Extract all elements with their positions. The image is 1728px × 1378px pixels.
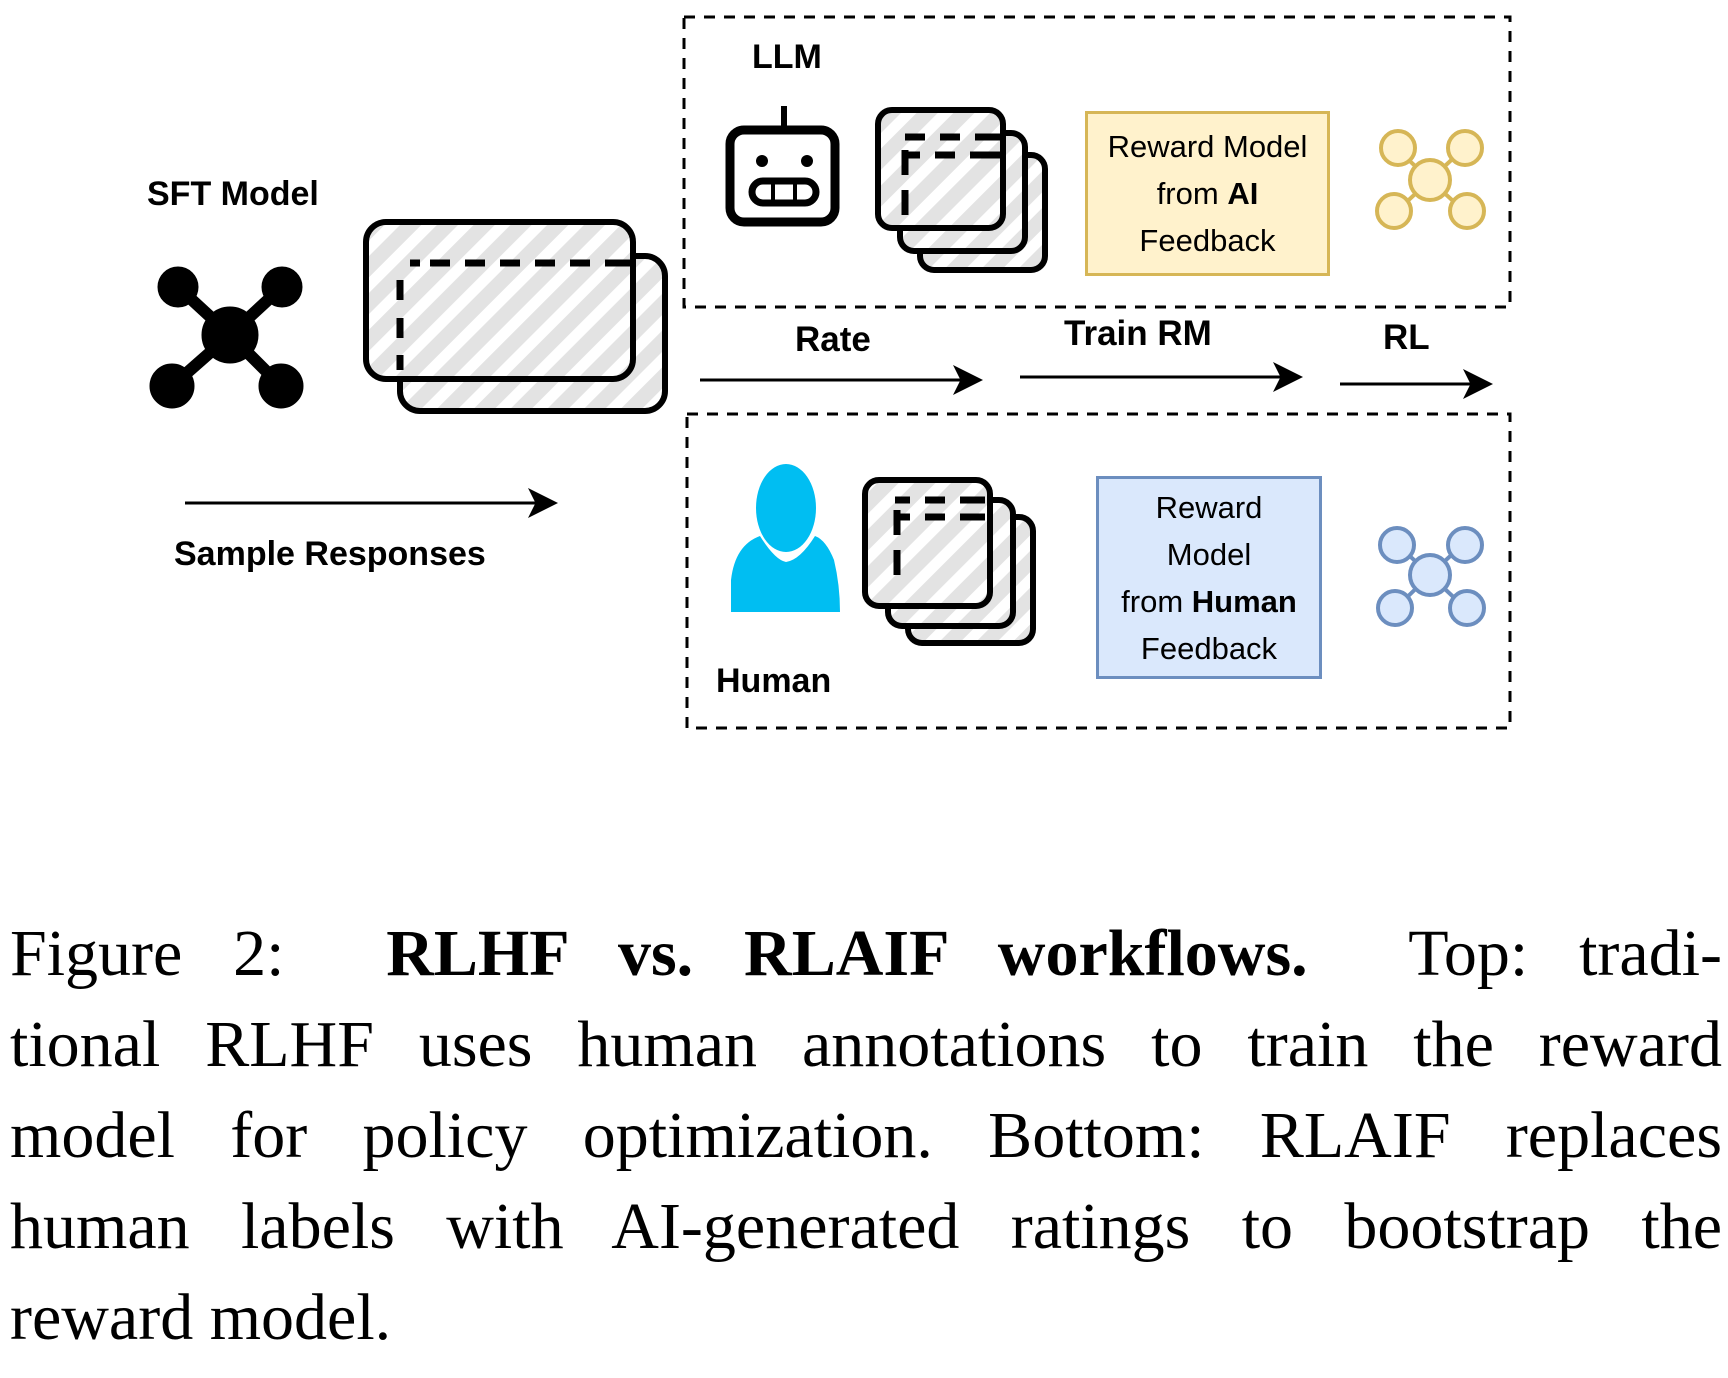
sft-model-label: SFT Model	[147, 175, 319, 213]
human-rated-responses-icon	[862, 477, 1036, 646]
robot-llm-icon	[725, 106, 840, 227]
rl-label: RL	[1383, 318, 1430, 357]
rm-ai-line2-bold: AI	[1227, 176, 1259, 211]
reward-model-human-feedback-box: Reward Model from Human Feedback	[1096, 476, 1322, 679]
human-label: Human	[716, 662, 832, 700]
reward-model-ai-feedback-box: Reward Model from AI Feedback	[1085, 111, 1330, 276]
caption-title: RLHF vs. RLAIF workflows.	[386, 917, 1308, 990]
caption-prefix: Figure 2:	[10, 917, 285, 990]
caption-line1-rest: Top: tradi-	[1408, 917, 1723, 990]
bottom-panel-border	[685, 412, 1512, 730]
rm-human-line2: Model	[1166, 536, 1252, 572]
caption-line-5: reward model.	[10, 1281, 392, 1354]
rm-ai-line2: from AI	[1088, 170, 1327, 217]
sample-responses-label: Sample Responses	[174, 535, 486, 573]
caption-line-1: Figure 2: RLHF vs. RLAIF workflows. Top:…	[10, 908, 1722, 999]
caption-line-4: human labels with AI-generated ratings t…	[10, 1190, 1722, 1263]
rm-ai-line3: Feedback	[1139, 223, 1276, 258]
rm-ai-line1: Reward Model	[1107, 129, 1308, 164]
caption-line-3: model for policy optimization. Bottom: R…	[10, 1099, 1722, 1172]
rm-human-line1: Reward	[1155, 489, 1263, 525]
human-reward-model-network-icon	[1376, 526, 1486, 627]
rm-human-line3-bold: Human	[1191, 583, 1297, 619]
workflow-diagram: SFT Model Sample Responses LLM Human Rat…	[147, 15, 1512, 730]
train-rm-label: Train RM	[1064, 314, 1212, 353]
llm-label: LLM	[752, 38, 822, 76]
ai-reward-model-network-icon	[1375, 129, 1486, 230]
human-person-icon	[731, 464, 840, 612]
rm-human-line4: Feedback	[1140, 630, 1278, 666]
rm-human-line3: from Human	[1099, 578, 1319, 625]
sampled-responses-icon	[363, 219, 668, 414]
ai-rated-responses-icon	[875, 107, 1048, 273]
figure-caption: Figure 2: RLHF vs. RLAIF workflows. Top:…	[10, 908, 1722, 1363]
rate-label: Rate	[795, 320, 871, 359]
sft-model-network-icon	[149, 266, 304, 409]
rm-ai-line2-pre: from	[1156, 176, 1228, 211]
top-panel-border	[682, 15, 1512, 309]
rm-human-line3-pre: from	[1121, 583, 1192, 619]
caption-line-2: tional RLHF uses human annotations to tr…	[10, 1008, 1722, 1081]
